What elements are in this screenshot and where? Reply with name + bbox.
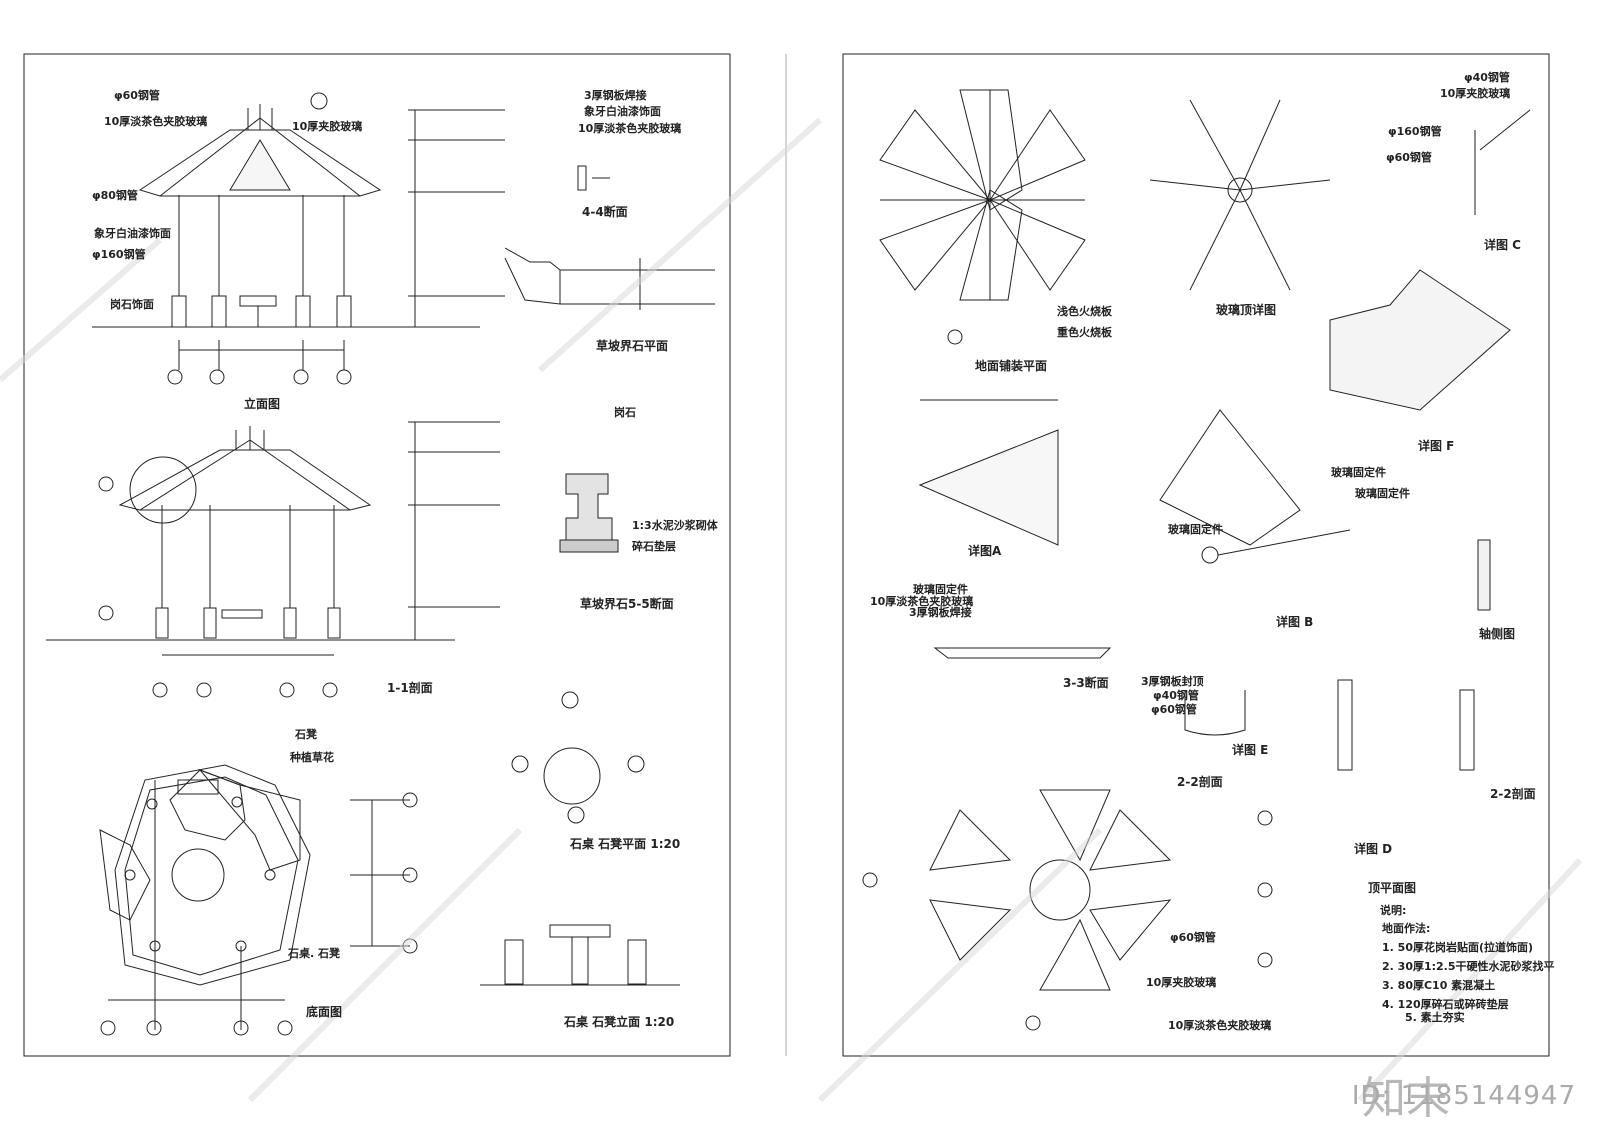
drawing-label-11: 种植草花 xyxy=(290,751,334,764)
drawing-label-30: 10厚夹胶玻璃 xyxy=(1440,87,1511,100)
drawing-label-19: 4-4断面 xyxy=(582,205,628,219)
drawing-label-48: 详图 E xyxy=(1232,743,1269,757)
drawing-label-50: 2-2剖面 xyxy=(1490,787,1536,801)
drawing-label-36: 玻璃固定件 xyxy=(1355,487,1410,500)
drawing-label-44: 3-3断面 xyxy=(1063,676,1109,690)
detail-d xyxy=(1337,679,1353,771)
roof-plan xyxy=(862,789,1273,1031)
drawing-label-53: 10厚夹胶玻璃 xyxy=(1146,976,1217,989)
drawing-label-31: φ160钢管 xyxy=(1388,125,1442,138)
drawing-label-7: 岗石饰面 xyxy=(110,298,154,311)
curb-section xyxy=(559,473,619,553)
drawing-label-41: 玻璃固定件 xyxy=(913,583,968,596)
drawing-label-38: 详图 B xyxy=(1276,615,1314,629)
watermark-pattern xyxy=(0,117,1583,1103)
drawing-label-60: 3. 80厚C10 素混凝土 xyxy=(1382,979,1496,992)
drawing-label-13: 底面图 xyxy=(306,1005,343,1019)
base-plan xyxy=(99,764,418,1036)
drawing-label-9: 1-1剖面 xyxy=(387,681,433,695)
drawing-label-6: φ160钢管 xyxy=(92,248,146,261)
elevation-view xyxy=(92,92,505,385)
section-3-3 xyxy=(933,647,1112,659)
detail-a xyxy=(918,429,1059,546)
drawing-label-17: 象牙白油漆饰面 xyxy=(584,105,661,118)
drawing-label-12: 石桌. 石凳 xyxy=(288,947,341,960)
drawing-label-57: 地面作法: xyxy=(1382,922,1431,935)
drawing-label-61: 4. 120厚碎石或碎砖垫层 xyxy=(1382,998,1509,1011)
drawing-label-42: 10厚淡茶色夹胶玻璃 xyxy=(870,595,974,608)
drawing-label-29: φ40钢管 xyxy=(1464,71,1510,84)
right-sheet-frame xyxy=(842,53,1550,1057)
drawing-label-33: 详图 C xyxy=(1484,238,1521,252)
drawing-label-5: 象牙白油漆饰面 xyxy=(94,227,171,240)
stone-table-elevation xyxy=(480,924,680,986)
drawing-label-51: 详图 D xyxy=(1354,842,1393,856)
drawing-label-64: ID: 1185144947 xyxy=(1351,1081,1576,1111)
drawing-label-56: 说明: xyxy=(1380,904,1407,917)
drawing-label-45: 3厚钢板封顶 xyxy=(1141,675,1204,688)
left-sheet-frame xyxy=(23,53,731,1057)
drawing-label-23: 碎石垫层 xyxy=(632,540,676,553)
drawing-label-18: 10厚淡茶色夹胶玻璃 xyxy=(578,122,682,135)
axonometric-view xyxy=(1477,539,1491,611)
drawing-label-59: 2. 30厚1:2.5干硬性水泥砂浆找平 xyxy=(1382,960,1555,973)
drawing-label-47: φ60钢管 xyxy=(1151,703,1197,716)
stone-table-plan xyxy=(511,691,645,824)
drawing-label-32: φ60钢管 xyxy=(1386,151,1432,164)
section-1-1 xyxy=(46,421,500,698)
drawing-label-15: 石桌 石凳立面 1:20 xyxy=(564,1015,675,1029)
drawing-label-21: 岗石 xyxy=(614,406,636,419)
detail-f xyxy=(1329,269,1511,411)
drawing-label-25: 浅色火烧板 xyxy=(1057,305,1112,318)
paving-plan xyxy=(879,89,1086,345)
drawing-label-2: 10厚淡茶色夹胶玻璃 xyxy=(104,115,208,128)
drawing-label-49: 2-2剖面 xyxy=(1177,775,1223,789)
drawing-label-10: 石凳 xyxy=(295,728,317,741)
detail-e xyxy=(1184,690,1246,736)
detail-b xyxy=(1159,409,1351,564)
drawing-label-58: 1. 50厚花岗岩贴面(拉道饰面) xyxy=(1382,941,1534,954)
grass-border-plan xyxy=(504,247,715,310)
drawing-label-22: 1:3水泥沙浆砌体 xyxy=(632,519,718,532)
drawing-label-28: 玻璃顶详图 xyxy=(1216,303,1277,317)
drawing-label-8: 立面图 xyxy=(244,397,281,411)
drawing-label-14: 石桌 石凳平面 1:20 xyxy=(570,837,681,851)
drawing-label-26: 重色火烧板 xyxy=(1057,326,1112,339)
drawing-label-54: 10厚淡茶色夹胶玻璃 xyxy=(1168,1019,1272,1032)
drawing-label-63: 知末 xyxy=(1362,1073,1450,1124)
drawing-label-37: 玻璃固定件 xyxy=(1168,523,1223,536)
drawing-label-3: 10厚夹胶玻璃 xyxy=(292,120,363,133)
drawing-label-39: 轴侧图 xyxy=(1479,627,1516,641)
section-2-2 xyxy=(1459,689,1475,771)
drawing-label-62: 5. 素土夯实 xyxy=(1405,1011,1465,1024)
drawing-label-40: 详图A xyxy=(968,544,1002,558)
drawing-label-43: 3厚钢板焊接 xyxy=(909,606,972,619)
drawing-label-46: φ40钢管 xyxy=(1153,689,1199,702)
drawing-label-35: 玻璃固定件 xyxy=(1331,466,1386,479)
drawing-label-24: 草坡界石5-5断面 xyxy=(580,597,674,611)
drawing-label-4: φ80钢管 xyxy=(92,189,138,202)
detail-c xyxy=(1474,109,1531,215)
drawing-label-52: φ60钢管 xyxy=(1170,931,1216,944)
drawing-label-27: 地面铺装平面 xyxy=(975,359,1048,373)
drawing-label-16: 3厚钢板焊接 xyxy=(584,89,647,102)
drawing-label-1: φ60钢管 xyxy=(114,89,160,102)
glass-roof-detail xyxy=(1149,99,1331,291)
drawing-label-34: 详图 F xyxy=(1418,439,1455,453)
drawing-label-20: 草坡界石平面 xyxy=(596,339,669,353)
drawing-label-55: 顶平面图 xyxy=(1368,881,1417,895)
